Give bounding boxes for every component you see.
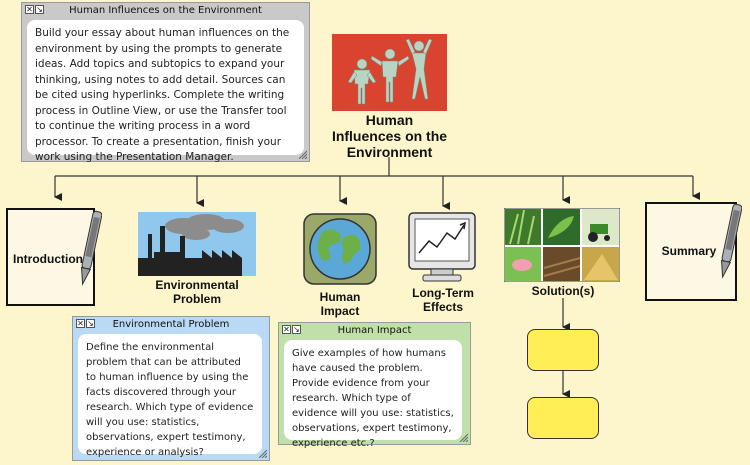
note-titlebar: ✕ ↘ Human Influences on the Environment xyxy=(22,3,309,19)
human-impact-note: ✕ ↘ Human Impact Give examples of how hu… xyxy=(278,322,471,449)
main-topic-line: Environment xyxy=(346,144,433,160)
solution-subtopic-2[interactable] xyxy=(527,397,599,439)
note-title: Human Influences on the Environment xyxy=(69,5,262,16)
pen-icon xyxy=(720,203,742,279)
long-term-effects-label[interactable]: Long-Term Effects xyxy=(403,286,483,314)
main-topic-note: ✕ ↘ Human Influences on the Environment … xyxy=(21,2,310,163)
pen-icon xyxy=(80,210,102,286)
human-impact-label[interactable]: Human Impact xyxy=(310,290,370,318)
solutions-label[interactable]: Solution(s) xyxy=(531,284,595,298)
note-titlebar: ✕ ↘ Environmental Problem xyxy=(73,317,269,333)
collapse-icon[interactable]: ↘ xyxy=(35,5,44,14)
main-topic-label[interactable]: Human Influences on the Environment xyxy=(320,112,459,160)
main-topic-line: Influences on the xyxy=(331,128,448,144)
resize-grip-icon[interactable] xyxy=(298,150,307,159)
solution-subtopic-1[interactable] xyxy=(527,329,599,371)
note-title: Environmental Problem xyxy=(112,319,230,330)
note-body[interactable]: Give examples of how humans have caused … xyxy=(284,340,462,449)
summary-symbol[interactable]: Summary xyxy=(645,202,737,301)
factory-pollution-icon[interactable] xyxy=(138,212,256,276)
label-line: Problem xyxy=(172,292,221,306)
resize-grip-icon[interactable] xyxy=(258,449,267,458)
environmental-problem-note: ✕ ↘ Environmental Problem Define the env… xyxy=(72,316,270,461)
note-titlebar: ✕ ↘ Human Impact xyxy=(279,323,470,339)
summary-label: Summary xyxy=(661,244,717,258)
collapse-icon[interactable]: ↘ xyxy=(292,325,301,334)
note-body[interactable]: Define the environmental problem that ca… xyxy=(78,334,262,458)
monitor-chart-icon[interactable] xyxy=(407,211,477,283)
close-icon[interactable]: ✕ xyxy=(76,319,85,328)
note-title: Human Impact xyxy=(337,325,412,336)
close-icon[interactable]: ✕ xyxy=(25,5,34,14)
label-line: Human xyxy=(319,290,361,304)
main-topic-line: Human xyxy=(365,112,414,128)
introduction-symbol[interactable]: Introduction xyxy=(6,208,95,306)
collapse-icon[interactable]: ↘ xyxy=(86,319,95,328)
main-topic-symbol[interactable] xyxy=(332,34,447,111)
resize-grip-icon[interactable] xyxy=(459,433,468,442)
note-body[interactable]: Build your essay about human influences … xyxy=(27,20,304,163)
introduction-label: Introduction xyxy=(13,252,83,266)
label-line: Impact xyxy=(320,304,360,318)
label-line: Effects xyxy=(422,300,463,314)
environmental-problem-label[interactable]: Environmental Problem xyxy=(140,278,254,306)
people-icon xyxy=(347,38,433,105)
label-line: Long-Term xyxy=(412,286,474,300)
globe-icon[interactable] xyxy=(302,212,378,286)
close-icon[interactable]: ✕ xyxy=(282,325,291,334)
label-line: Environmental xyxy=(155,278,239,292)
farming-collage-icon[interactable] xyxy=(504,208,620,282)
